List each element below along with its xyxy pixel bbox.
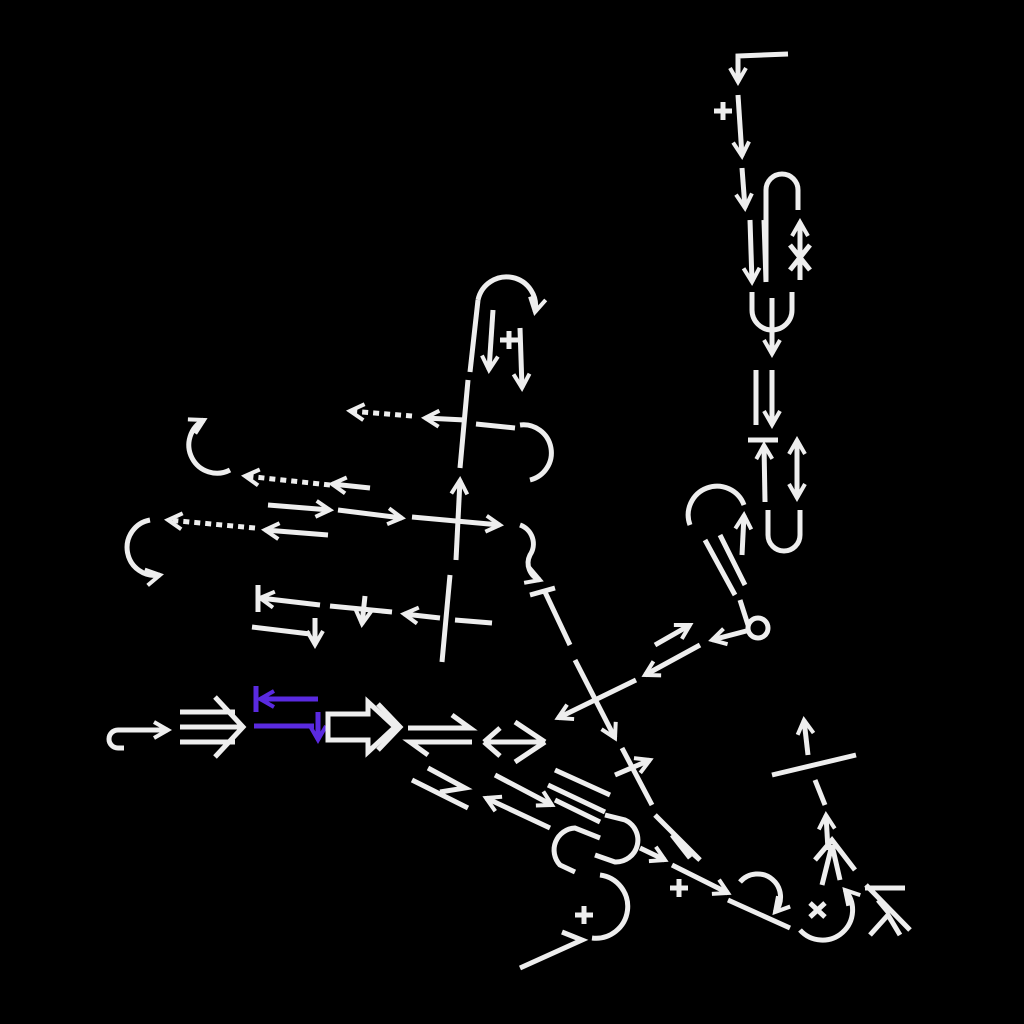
bar-icon (771, 752, 857, 778)
left-arrow-icon (482, 794, 552, 831)
triple-left-arrow-icon (482, 719, 547, 765)
curved-arrow-icon (591, 872, 631, 941)
circle-arrow-icon (685, 483, 747, 526)
left-arrow-icon (554, 677, 638, 722)
right-arrow-icon (267, 499, 335, 519)
down-arrow-icon (741, 219, 762, 287)
curved-arrow-icon (475, 274, 548, 316)
left-arrow-icon (260, 521, 329, 541)
bottom-row (106, 522, 790, 971)
harpoons-icon (402, 712, 478, 758)
bar-icon (761, 219, 769, 283)
white-right-arrow-icon (325, 696, 399, 758)
zigzag-arrow-icon (653, 813, 702, 862)
right-arrow-icon (493, 772, 556, 808)
down-arrow-icon (734, 167, 754, 213)
loop-icon (745, 615, 771, 641)
corner-arrow-icon (728, 51, 789, 87)
bar-icon (475, 421, 516, 431)
left-arrow-with-stroke-icon (329, 595, 393, 624)
up-arrow-icon (754, 440, 774, 503)
rightwards-arrow-to-bar-icon (254, 712, 318, 740)
curved-arrow-icon (798, 886, 861, 943)
u-turn-icon (551, 825, 601, 875)
double-line-icon (702, 533, 748, 597)
double-left-arrow-icon (327, 475, 371, 496)
cross-icon (788, 243, 812, 272)
right-arrow-icon (670, 862, 732, 896)
right-arrow-to-bar-icon (251, 618, 315, 645)
plus-icon (500, 331, 518, 349)
cross-icon (808, 901, 827, 919)
curved-arrow-icon (124, 517, 164, 587)
plus-icon (670, 879, 688, 897)
u-turn-icon (594, 812, 641, 865)
up-arrow-icon (795, 715, 816, 756)
u-shape-icon (765, 510, 803, 554)
dotted-double-left-arrow-icon (163, 511, 256, 531)
harpoons-icon (410, 765, 473, 811)
right-arrow-icon (638, 845, 669, 864)
u-turn-icon (763, 171, 801, 280)
bar-icon (454, 617, 493, 626)
left-cluster (124, 417, 371, 645)
crossed-down-arrow-icon (614, 748, 652, 807)
u-arrow-icon (726, 871, 790, 928)
bar-icon (467, 299, 481, 373)
down-arrow-icon (480, 309, 500, 375)
left-arrow-icon (420, 408, 466, 429)
triple-up-arrow-icon (813, 836, 857, 886)
leftwards-arrow-to-bar-icon (256, 686, 318, 712)
curved-arrow-icon (519, 422, 554, 483)
up-arrow-icon (733, 510, 754, 556)
right-arrow-icon (411, 514, 505, 534)
chevron-icon (376, 702, 404, 752)
down-arrow-icon (511, 327, 532, 393)
bar-icon (457, 379, 471, 469)
left-arrow-to-bar-icon (258, 585, 321, 612)
down-arrow-icon (731, 94, 751, 161)
plus-icon (714, 102, 732, 120)
bar-icon (529, 585, 573, 647)
bar-icon (439, 574, 453, 663)
right-arrow-icon (653, 622, 694, 648)
hook-icon (106, 727, 124, 751)
harpoon-icon (518, 929, 589, 971)
triple-arrow-icon (546, 767, 612, 825)
top-right-chain (685, 51, 812, 641)
triple-right-arrow-icon (180, 695, 247, 759)
bar-icon (737, 599, 751, 626)
right-arrow-icon (337, 506, 406, 527)
dotted-double-left-arrow-icon (240, 467, 331, 488)
left-arrow-icon (641, 642, 702, 678)
dotted-left-arrow-icon (345, 402, 413, 422)
wavy-arrow-icon (518, 522, 544, 585)
left-arrow-icon (708, 627, 751, 647)
up-down-arrows-icon (756, 370, 772, 425)
plus-icon (575, 906, 593, 924)
bottom-right-cluster (771, 715, 912, 943)
bar-icon (812, 779, 828, 806)
curved-up-arrow-icon (186, 417, 232, 476)
left-arrow-icon (399, 605, 441, 626)
double-up-arrow-icon (864, 883, 912, 937)
center-structure (329, 274, 554, 663)
